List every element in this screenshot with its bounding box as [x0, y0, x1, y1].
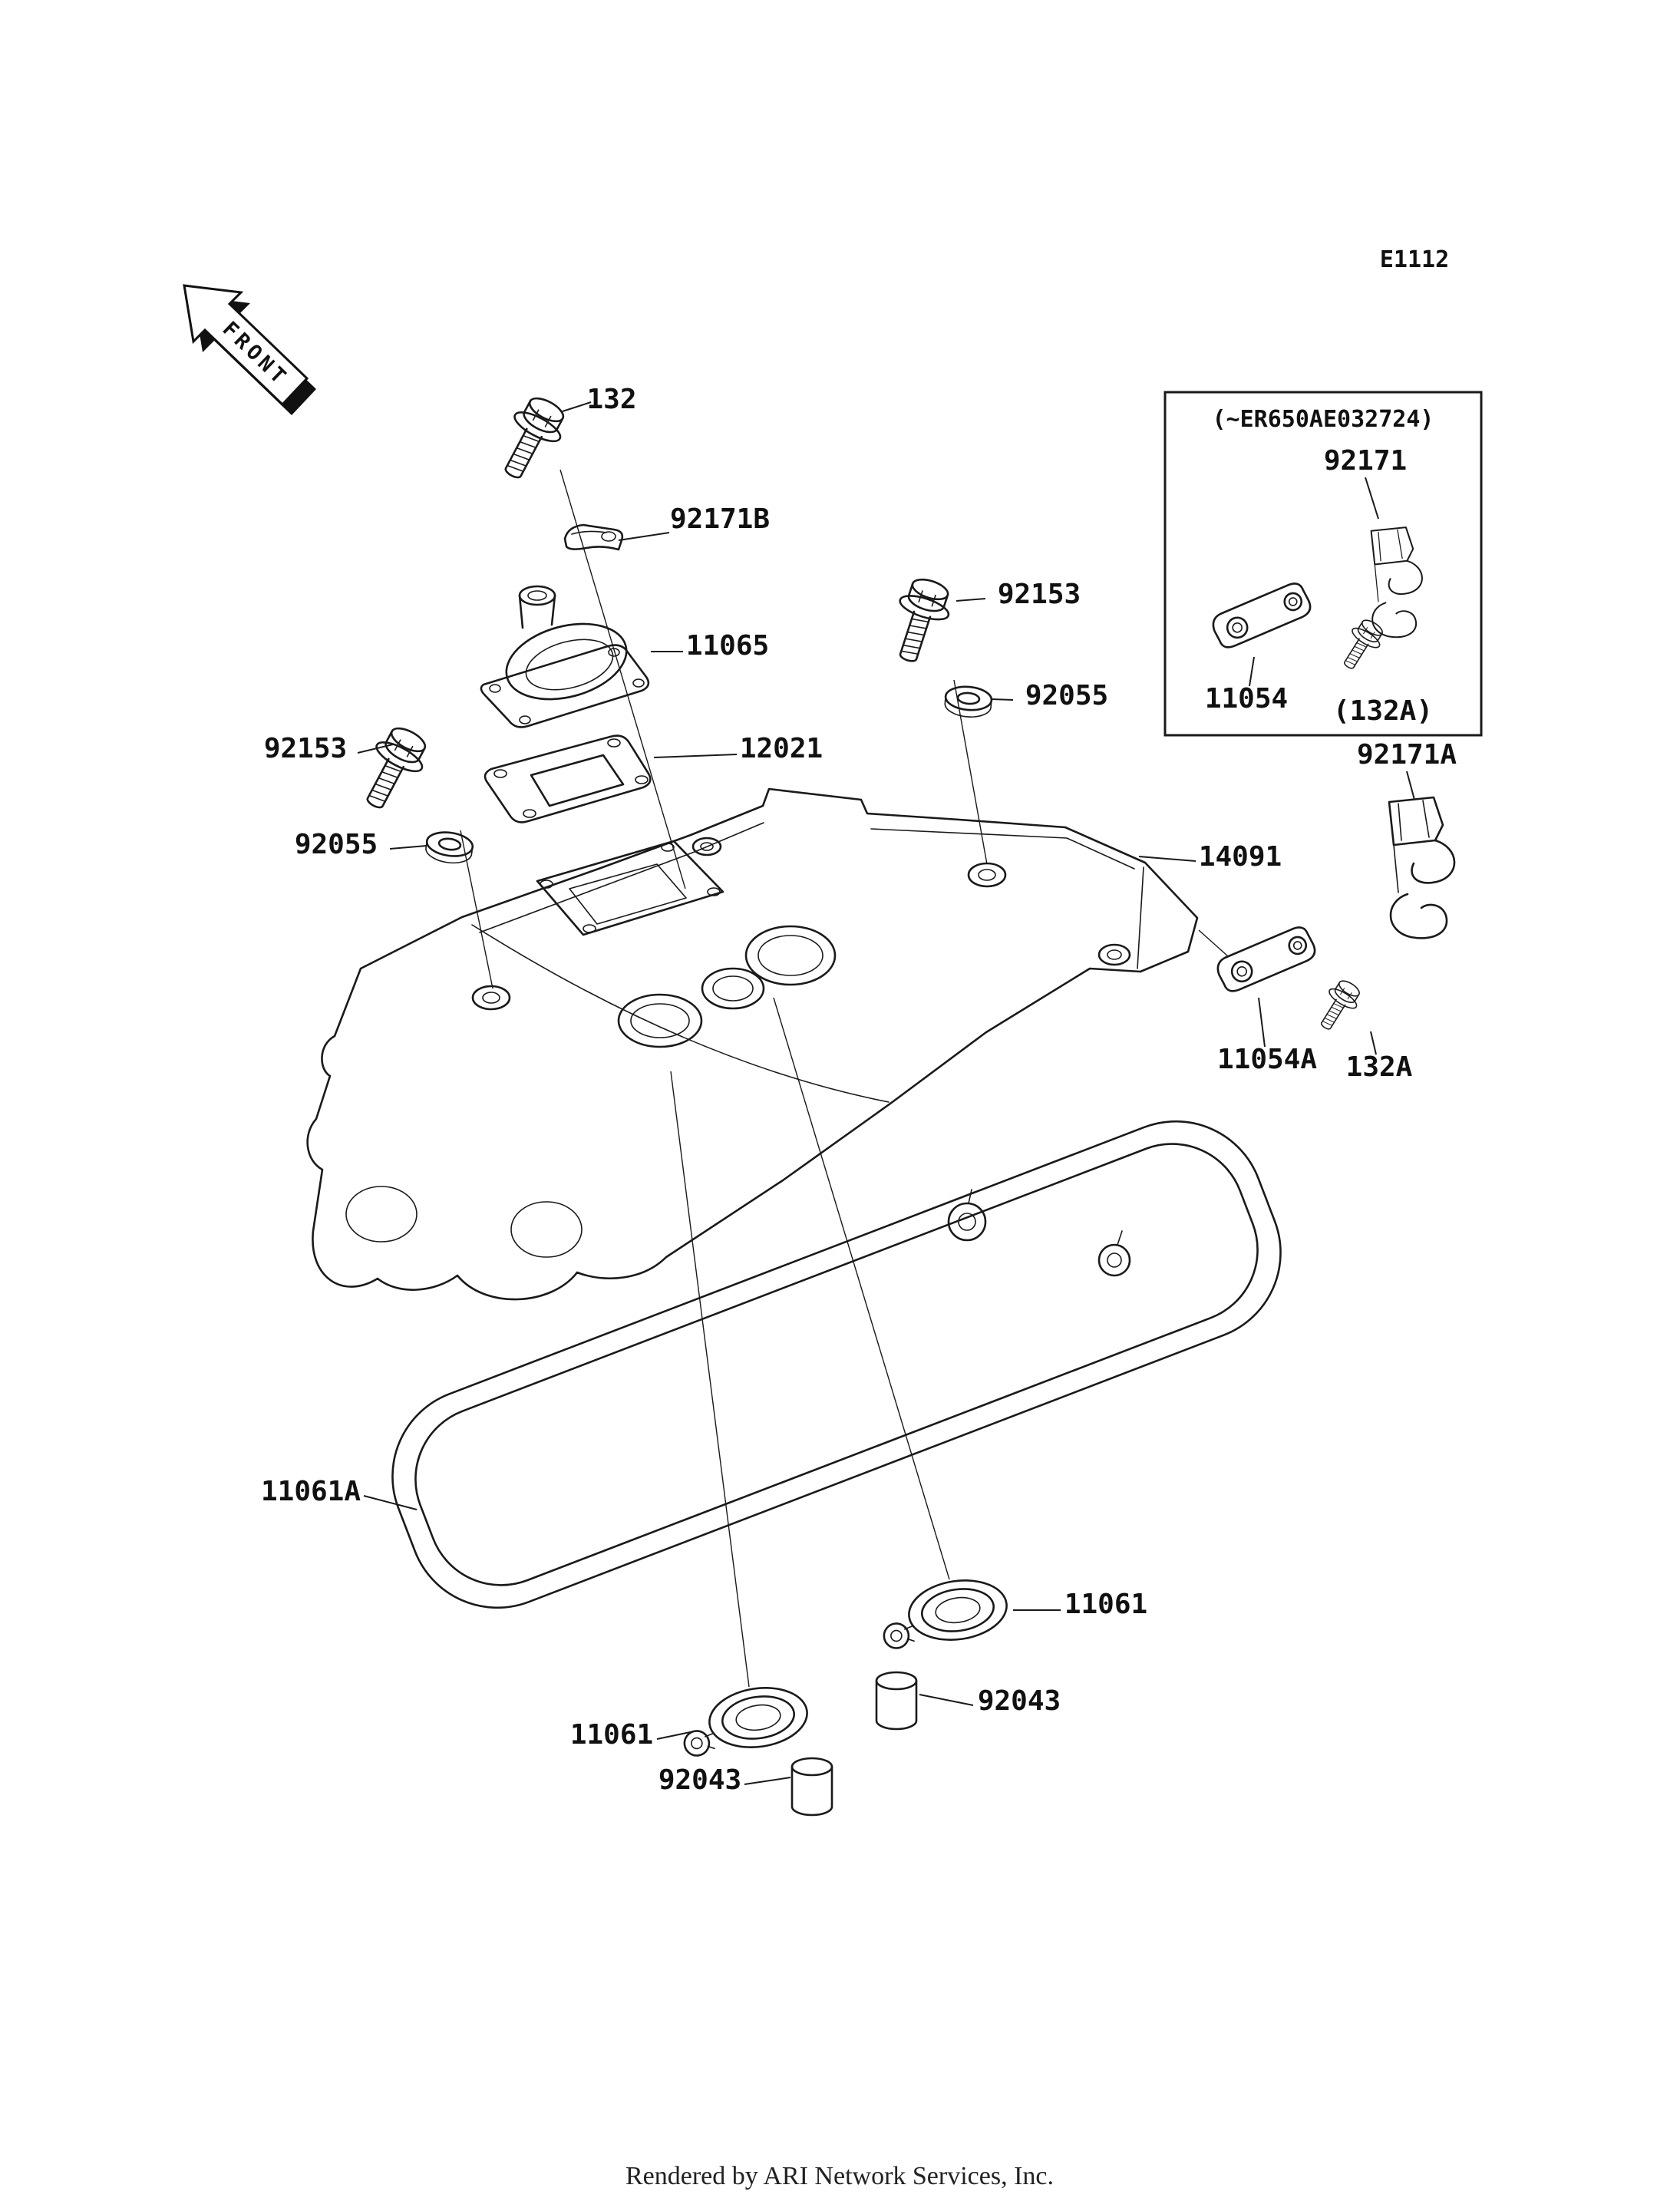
- breather-cover-11065-part: [480, 585, 650, 728]
- washer-92055-upper-part: [942, 684, 994, 720]
- bracket-11054-part: [1206, 579, 1316, 651]
- callout-132[interactable]: 132: [586, 384, 636, 415]
- callout-11065[interactable]: 11065: [686, 630, 769, 662]
- head-cover-14091-part: [306, 787, 1199, 1301]
- callout-92153-left[interactable]: 92153: [264, 733, 347, 764]
- clamp-92171-part: [1370, 526, 1423, 639]
- seal-11061-left-part: [677, 1681, 812, 1758]
- bolt-132-part: [488, 389, 574, 489]
- bracket-11054A-part: [1211, 923, 1321, 995]
- callout-14091[interactable]: 14091: [1199, 841, 1282, 873]
- washer-92055-left-part: [423, 828, 476, 867]
- callout-12021[interactable]: 12021: [740, 733, 823, 764]
- callout-92153-upper[interactable]: 92153: [998, 579, 1081, 610]
- callout-11054A[interactable]: 11054A: [1217, 1044, 1317, 1075]
- callout-92043-right[interactable]: 92043: [978, 1685, 1061, 1717]
- inset-border: [1163, 391, 1483, 737]
- damper-92043-right-part: [875, 1671, 918, 1731]
- callout-92055-left[interactable]: 92055: [295, 829, 378, 860]
- part-callouts: 132 92171B 11065 92153 92055 92153 12021…: [261, 384, 1457, 1796]
- callout-11054[interactable]: 11054: [1205, 683, 1288, 715]
- clamp-92171B-part: [563, 523, 624, 551]
- assembly-lines: [460, 469, 1229, 1688]
- callout-92043-left[interactable]: 92043: [658, 1764, 741, 1796]
- cover-gasket-11061A-part: [391, 1120, 1282, 1609]
- footer-credit: Rendered by ARI Network Services, Inc.: [625, 2162, 1054, 2190]
- front-direction-arrow: FRONT: [183, 284, 316, 415]
- callout-92171B[interactable]: 92171B: [670, 503, 770, 535]
- front-arrow-face: [183, 284, 309, 407]
- bolt-132A-part: [1310, 975, 1366, 1037]
- callout-92055-upper[interactable]: 92055: [1025, 680, 1108, 711]
- callout-11061-left[interactable]: 11061: [570, 1719, 653, 1751]
- callout-92171[interactable]: 92171: [1324, 445, 1407, 477]
- callout-132A[interactable]: 132A: [1346, 1051, 1413, 1083]
- gasket-12021-part: [484, 734, 652, 823]
- inset-title: (~ER650AE032724): [1213, 406, 1434, 433]
- callout-132A-paren[interactable]: (132A): [1333, 695, 1433, 727]
- callout-92171A[interactable]: 92171A: [1357, 739, 1457, 771]
- damper-92043-left-part: [790, 1757, 833, 1817]
- bolt-92153-upper-part: [882, 573, 959, 669]
- variant-inset-box: (~ER650AE032724) 92171 11054 (132A): [1163, 391, 1483, 737]
- diagram-code: E1112: [1380, 246, 1449, 273]
- leader-lines: [357, 401, 1415, 1785]
- bolt-132A-inset-part: [1333, 614, 1389, 676]
- clamp-92171A-part: [1388, 796, 1456, 939]
- callout-11061-right[interactable]: 11061: [1064, 1589, 1147, 1620]
- callout-11061A[interactable]: 11061A: [261, 1476, 361, 1507]
- seal-11061-right-part: [876, 1573, 1012, 1651]
- bolt-92153-left-part: [350, 719, 436, 819]
